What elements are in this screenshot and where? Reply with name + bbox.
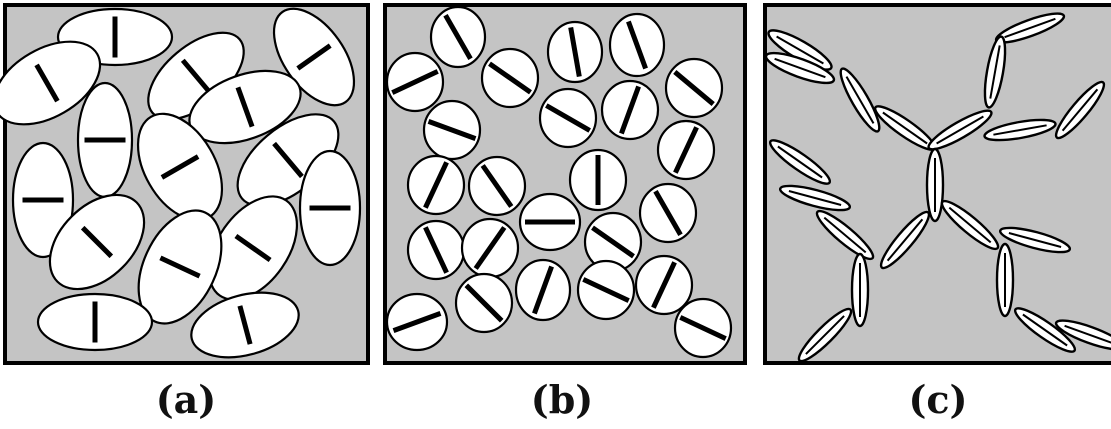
sphere-particle: [656, 119, 716, 181]
ellipse-particle: [272, 7, 356, 107]
sphere-particle: [429, 5, 487, 69]
panel-a-caption: (a): [155, 377, 217, 422]
panel-b-particles: [385, 5, 733, 359]
rod-core-line: [823, 216, 867, 254]
rod-core-line: [989, 45, 1001, 99]
particle-director-mark: [651, 261, 677, 309]
particle-director-mark: [626, 20, 648, 70]
rod-core-line: [1061, 88, 1099, 132]
particle-director-mark: [591, 225, 635, 259]
ellipse-particle: [11, 141, 75, 259]
sphere-particle: [514, 258, 572, 322]
sphere-particle: [608, 12, 666, 78]
panel-b-caption: (b): [530, 377, 594, 422]
sphere-particle: [600, 79, 660, 141]
particle-director-mark: [653, 190, 683, 236]
particle-director-mark: [488, 61, 532, 95]
sphere-particle: [518, 192, 582, 252]
particle-director-mark: [235, 86, 255, 128]
particle-director-mark: [619, 85, 641, 135]
rod-core-line: [1064, 324, 1111, 344]
particle-director-mark: [180, 58, 212, 94]
sphere-particle: [546, 20, 604, 84]
sphere-particle: [454, 272, 514, 334]
particle-director-mark: [443, 14, 473, 60]
sphere-particle: [467, 155, 527, 217]
particle-director-mark: [532, 265, 554, 315]
particle-director-mark: [568, 26, 582, 78]
particle-director-mark: [237, 305, 253, 345]
particle-director-mark: [473, 226, 507, 270]
particle-director-mark: [427, 119, 477, 141]
rod-core-line: [993, 124, 1047, 136]
particle-director-mark: [582, 277, 630, 303]
particle-director-mark: [160, 154, 200, 180]
rod-core-line: [776, 35, 824, 65]
particle-director-mark: [272, 141, 304, 179]
panel-a-particles: [0, 7, 362, 359]
particle-director-mark: [234, 233, 272, 263]
sphere-particle: [460, 217, 520, 279]
sphere-particle: [406, 219, 466, 281]
particle-director-mark: [480, 164, 514, 208]
particle-director-mark: [673, 69, 715, 107]
rod-core-line: [948, 206, 992, 244]
sphere-particle: [422, 99, 482, 161]
panel-c-caption: (c): [908, 377, 968, 422]
ellipse-particle: [298, 149, 362, 267]
sphere-particle: [673, 297, 733, 359]
sphere-particle: [638, 182, 698, 244]
particle-director-mark: [34, 63, 60, 103]
particle-director-mark: [545, 103, 591, 133]
particle-director-mark: [423, 226, 449, 274]
rod-core-line: [1022, 313, 1068, 347]
particle-director-mark: [423, 161, 449, 209]
particle-director-mark: [80, 225, 114, 259]
panel-c-particles: [764, 12, 1111, 363]
rod-core-line: [1008, 232, 1062, 248]
sphere-particle: [576, 259, 636, 321]
ellipse-particle: [147, 31, 245, 121]
ellipse-particle: [76, 81, 134, 199]
particle-director-mark: [296, 43, 332, 71]
panel-c: [763, 3, 1111, 365]
sphere-particle: [538, 87, 598, 149]
particle-director-mark: [159, 255, 201, 279]
rod-core-line: [805, 315, 845, 355]
ellipse-particle: [48, 193, 146, 291]
panel-b: [383, 3, 747, 365]
sphere-particle: [385, 51, 445, 113]
rod-core-line: [936, 115, 984, 145]
ellipse-particle: [137, 209, 223, 325]
particle-director-mark: [464, 283, 504, 323]
particle-director-mark: [673, 126, 699, 174]
rod-core-line: [845, 76, 875, 124]
rod-core-line: [788, 190, 842, 206]
sphere-particle: [664, 57, 724, 119]
particle-director-mark: [679, 315, 727, 341]
rod-core-line: [882, 111, 928, 145]
particle-director-mark: [391, 69, 439, 95]
ellipse-particle: [0, 40, 102, 126]
sphere-particle: [480, 47, 540, 109]
rod-core-line: [774, 57, 826, 79]
sphere-particle: [385, 292, 449, 352]
sphere-particle: [568, 148, 628, 212]
ellipse-particle: [36, 292, 154, 352]
sphere-particle: [406, 154, 466, 216]
rod-core-line: [1004, 17, 1056, 39]
particle-director-mark: [392, 311, 442, 333]
ellipse-particle: [190, 291, 300, 359]
panel-a: [0, 3, 370, 365]
rod-core-line: [886, 218, 924, 262]
rod-core-line: [777, 145, 823, 179]
sphere-particle: [634, 254, 694, 316]
ellipse-particle: [207, 195, 299, 301]
